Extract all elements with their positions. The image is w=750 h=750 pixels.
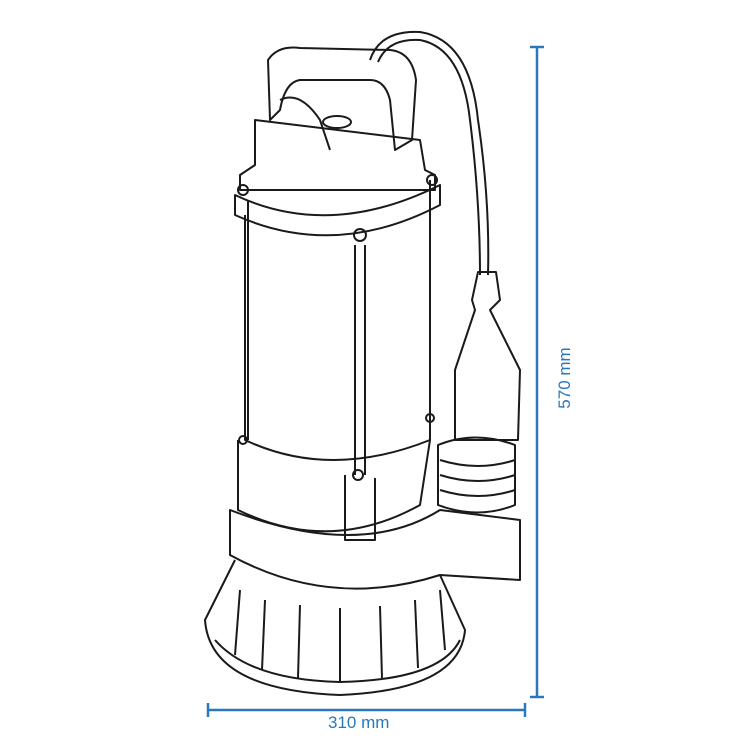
width-dimension-label: 310 mm bbox=[328, 713, 390, 732]
outlet-fitting bbox=[437, 436, 516, 514]
power-cable bbox=[369, 30, 490, 276]
motor-housing bbox=[244, 205, 431, 461]
float-switch bbox=[454, 271, 521, 441]
pump-volute bbox=[229, 509, 521, 590]
base-stand bbox=[204, 559, 466, 696]
lower-housing bbox=[237, 439, 431, 533]
handle bbox=[267, 46, 417, 151]
height-dimension-label: 570 mm bbox=[555, 347, 574, 409]
top-cap bbox=[239, 119, 436, 191]
collar bbox=[234, 184, 441, 237]
